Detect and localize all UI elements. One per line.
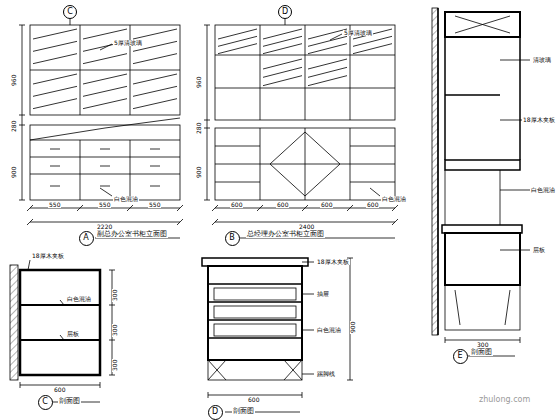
dimension: 900 (196, 165, 202, 178)
dimension: 300 (112, 358, 118, 371)
marker-letter: B (229, 234, 235, 242)
annotation: 18厚木夹板 (316, 259, 350, 265)
view-title: 剖面图 (232, 408, 255, 415)
annotation: 白色混油 (316, 327, 342, 333)
dimension: 2400 (298, 224, 315, 230)
dimension: 900 (11, 165, 17, 178)
dimension: 900 (350, 320, 356, 333)
dimension: 600 (276, 202, 289, 208)
marker-letter: C (42, 398, 48, 406)
annotation: 5厚清玻璃 (113, 40, 143, 46)
dimension: 600 (53, 387, 66, 393)
annotation: 白色混油 (66, 296, 92, 302)
dimension: 600 (320, 202, 333, 208)
view-title: 总经理办公室书柜立面图 (246, 231, 325, 238)
annotation: 18厚木夹板 (31, 253, 65, 259)
annotation: 白色混油 (381, 196, 407, 202)
marker-letter: D (282, 8, 288, 16)
watermark: zhulong.com (478, 396, 531, 404)
marker-letter: E (457, 352, 462, 360)
dimension: 280 (11, 119, 17, 132)
dimension: 550 (48, 202, 61, 208)
dimension: 300 (112, 323, 118, 336)
dimension: 600 (247, 397, 260, 403)
annotation: 层板 (66, 331, 80, 337)
view-title: 副总办公室书柜立面图 (96, 231, 168, 238)
dimension: 300 (476, 342, 489, 348)
dimension: 300 (112, 288, 118, 301)
section-marker: D (208, 405, 223, 420)
marker-letter: A (83, 234, 88, 242)
marker-letter: C (67, 8, 73, 16)
dimension: 600 (230, 202, 243, 208)
annotation: 层板 (532, 247, 546, 253)
dimension: 550 (148, 202, 161, 208)
dimension: 2220 (96, 224, 113, 230)
view-title: 剖面图 (58, 398, 81, 405)
dimension: 960 (196, 75, 202, 88)
annotation: 18厚木夹板 (522, 117, 556, 123)
annotation: 白色混油 (530, 187, 556, 193)
annotation: 5厚清玻璃 (343, 30, 373, 36)
annotation: 抽屉 (316, 291, 330, 297)
annotation: 踢脚线 (316, 371, 336, 377)
dimension: 280 (196, 121, 202, 134)
section-marker: A (79, 231, 94, 246)
annotation: 白色混油 (113, 196, 139, 202)
section-marker: B (225, 231, 240, 246)
marker-letter: D (212, 408, 218, 416)
dimension: 550 (98, 202, 111, 208)
dimension: 600 (366, 202, 379, 208)
section-marker: C (63, 5, 77, 19)
section-marker: E (453, 349, 468, 364)
annotation: 清玻璃 (532, 57, 552, 63)
section-marker: D (278, 5, 292, 19)
section-marker: C (38, 395, 53, 410)
view-title: 剖面图 (470, 349, 493, 356)
dimension: 960 (11, 73, 17, 86)
